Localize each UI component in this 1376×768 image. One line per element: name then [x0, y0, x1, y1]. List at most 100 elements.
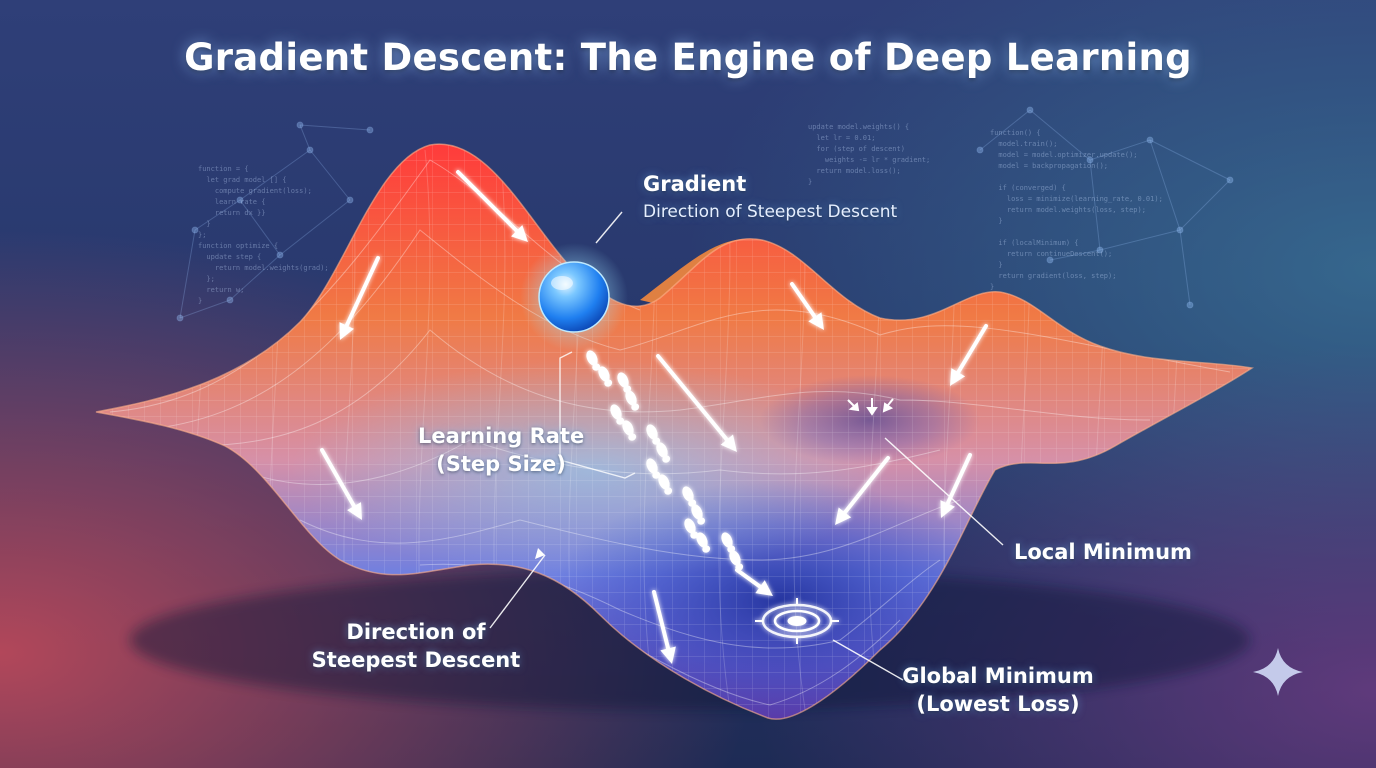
arrow-shaft: [456, 170, 519, 233]
footprint-heel: [631, 403, 640, 411]
surface-contour-3: [179, 329, 1151, 447]
network-link-16: [1089, 159, 1101, 251]
arrow-icon: [660, 646, 676, 664]
network-link-1: [194, 199, 241, 231]
arrow-icon: [720, 434, 737, 452]
arrow-shaft: [790, 282, 817, 319]
descent-arrow-2: [339, 256, 380, 340]
learning-rate-bracket: [559, 351, 636, 479]
network-node-11: [1026, 106, 1034, 114]
footprint-icon: [658, 474, 673, 495]
gradient-label: Gradient Direction of Steepest Descent: [643, 170, 897, 226]
arrow-icon: [808, 312, 824, 330]
footprint-icon: [691, 504, 706, 525]
global-minimum-label: Global Minimum (Lowest Loss): [890, 662, 1106, 718]
network-link-6: [239, 149, 311, 201]
footprint-sole: [658, 474, 670, 490]
footprint-sole: [610, 404, 622, 420]
learning-rate-footprints: [586, 350, 744, 571]
network-node-12: [1086, 156, 1094, 164]
footprint-sole: [691, 504, 703, 520]
arrow-shaft: [656, 354, 729, 442]
footprint-heel: [697, 517, 706, 525]
footprint-heel: [616, 417, 625, 425]
global-minimum-label-line1: Global Minimum: [902, 664, 1094, 688]
arrow-icon: [347, 502, 362, 520]
footprint-icon: [625, 390, 640, 411]
gradient-leader: [595, 211, 623, 244]
footprint-sole: [682, 486, 694, 502]
neural-network-decoration: [176, 106, 1234, 322]
arrow-icon: [511, 225, 528, 242]
sparkle-icon: [1253, 648, 1303, 696]
footprint-icon: [656, 442, 671, 463]
arrow-icon: [339, 322, 354, 340]
network-node-2: [236, 196, 244, 204]
descent-arrow-8: [950, 324, 988, 386]
network-node-5: [176, 314, 184, 322]
network-node-1: [191, 226, 199, 234]
footprint-icon: [646, 424, 661, 445]
footprint-icon: [586, 350, 601, 371]
network-node-10: [976, 146, 984, 154]
footprint-icon: [729, 550, 744, 571]
arrow-shaft: [956, 324, 988, 375]
footprint-icon: [598, 366, 613, 387]
surface-edge: [95, 143, 1255, 720]
footprint-heel: [662, 455, 671, 463]
global-minimum-leader: [832, 639, 904, 681]
arrow-icon: [835, 507, 852, 525]
network-link-14: [1149, 139, 1181, 231]
arrow-shaft: [652, 590, 671, 651]
direction-leader-arrowhead: [535, 548, 545, 559]
surface-contour-2: [139, 229, 1231, 431]
network-node-18: [1186, 301, 1194, 309]
network-link-11: [979, 109, 1031, 151]
local-minimum-arrows: [847, 398, 894, 416]
footprint-icon: [646, 458, 661, 479]
diagram-title: Gradient Descent: The Engine of Deep Lea…: [184, 36, 1192, 79]
network-link-5: [179, 229, 196, 319]
descent-arrow-4: [652, 590, 676, 664]
descent-arrow-3: [320, 448, 362, 520]
descent-arrows: [320, 170, 988, 664]
network-node-6: [306, 146, 314, 154]
network-node-17: [1046, 256, 1054, 264]
network-link-12: [1029, 109, 1091, 161]
footprint-sole: [656, 442, 668, 458]
footprint-icon: [696, 532, 711, 553]
footprint-heel: [604, 379, 613, 387]
footprint-icon: [610, 404, 625, 425]
network-link-10: [279, 199, 351, 256]
gradient-label-title: Gradient: [643, 172, 747, 196]
learning-rate-label: Learning Rate (Step Size): [418, 422, 584, 478]
network-node-14: [1176, 226, 1184, 234]
footprint-icon: [684, 518, 699, 539]
network-link-13: [1089, 139, 1151, 161]
code-snippet-left: function = { let grad model [] { compute…: [198, 165, 329, 305]
descent-arrow-1: [456, 170, 528, 242]
network-node-13: [1146, 136, 1154, 144]
network-link-19: [1049, 249, 1101, 261]
arrow-shaft: [842, 456, 890, 515]
footprint-heel: [664, 487, 673, 495]
steepest-descent-label-line1: Direction of: [346, 620, 486, 644]
network-link-18: [1179, 179, 1231, 231]
footprint-sole: [696, 532, 708, 548]
descent-arrow-5: [656, 354, 737, 452]
footprint-heel: [690, 531, 699, 539]
footprint-sole: [617, 372, 629, 388]
network-link-2: [239, 199, 281, 256]
surface-contour-5: [299, 499, 961, 561]
arrow-icon: [940, 500, 955, 518]
network-link-17: [1149, 139, 1231, 181]
learning-rate-label-line2: (Step Size): [436, 452, 566, 476]
network-link-3: [229, 254, 281, 301]
footprint-heel: [702, 545, 711, 553]
footprint-sole: [646, 424, 658, 440]
code-snippet-top: update model.weights() { let lr = 0.01; …: [808, 123, 931, 186]
steepest-descent-label-line2: Steepest Descent: [311, 648, 521, 672]
network-link-9: [299, 124, 371, 131]
